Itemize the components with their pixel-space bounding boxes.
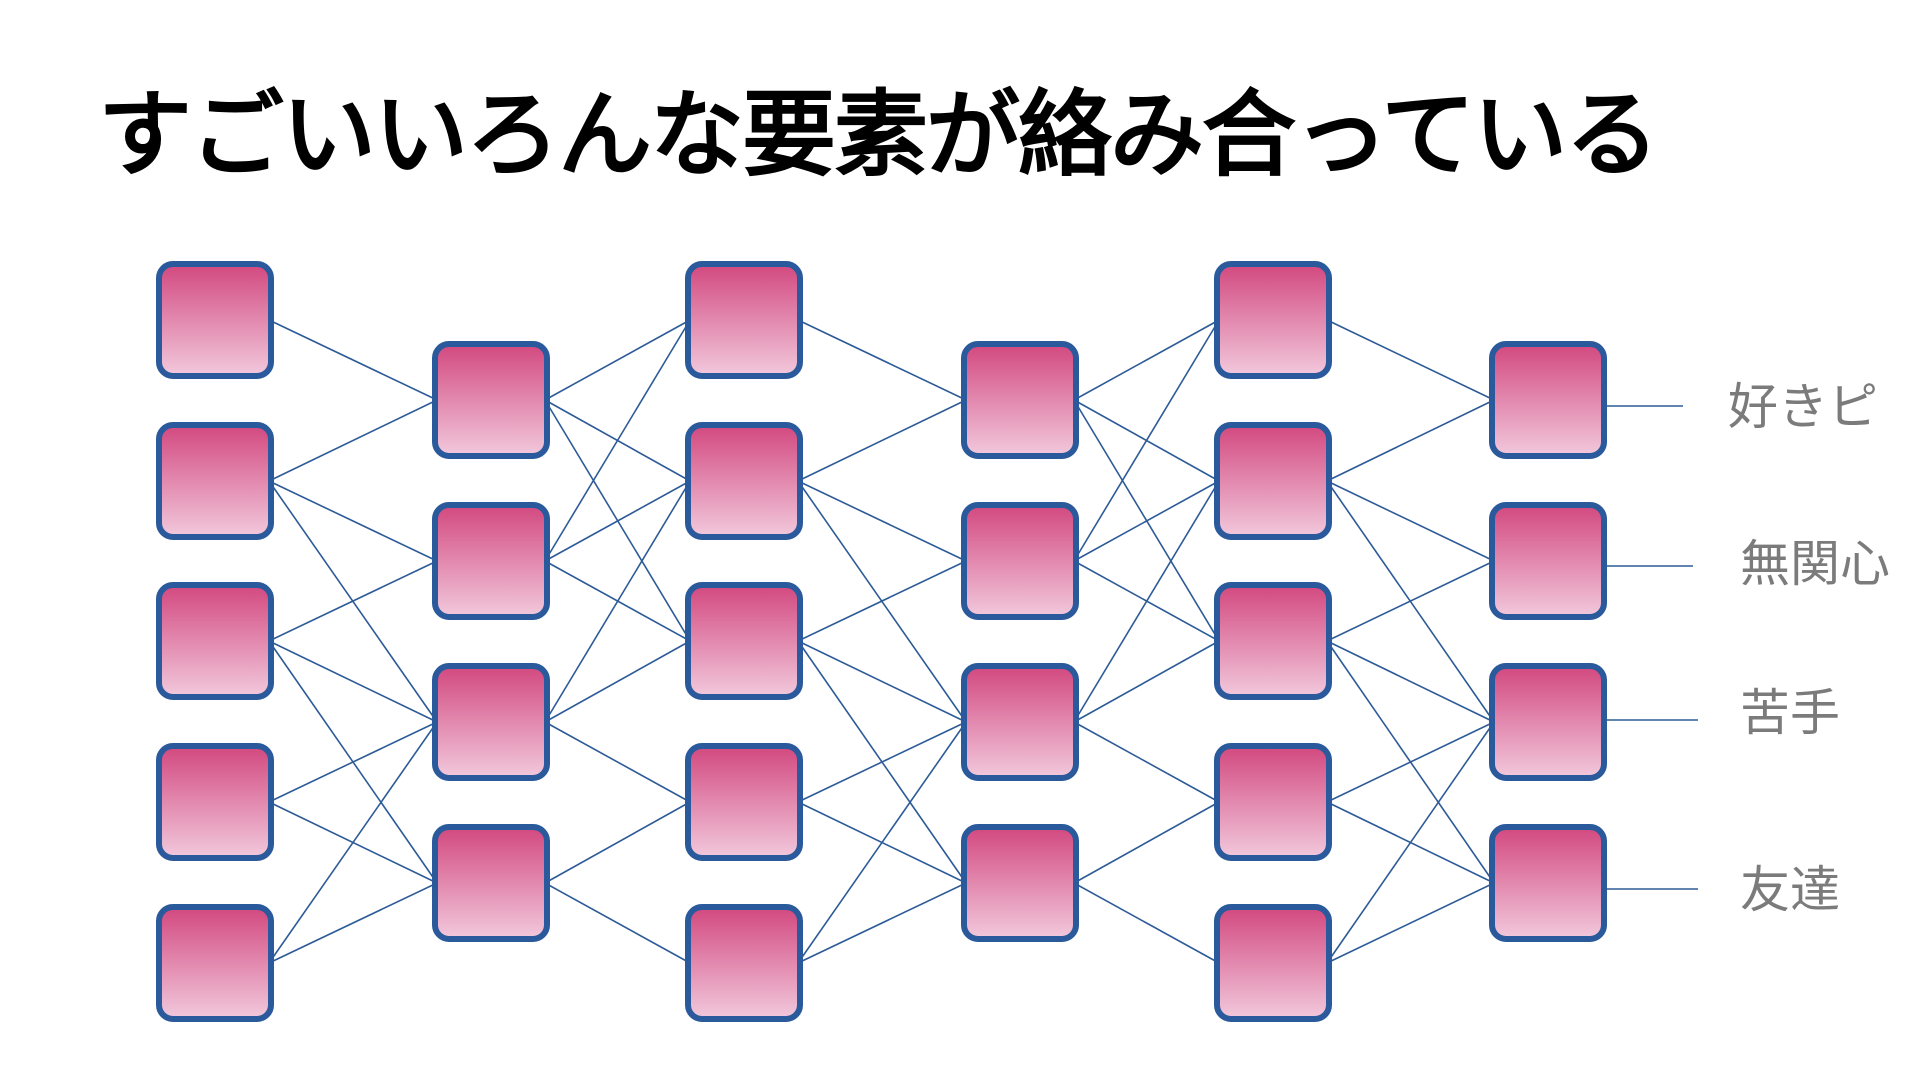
edge-l1n3-to-l2n4: [544, 882, 691, 964]
edge-l0n4-to-l1n3: [268, 882, 438, 964]
edge-cross-l0n1-to-l1n2: [268, 480, 438, 723]
edge-l2n1-to-l3n1: [797, 480, 967, 562]
node-layer5-3: [1489, 824, 1607, 942]
node-layer5-2: [1489, 663, 1607, 781]
edge-l4n1-to-l5n1: [1326, 480, 1495, 562]
slide-title: すごいいろんな要素が絡み合っている: [98, 81, 1659, 190]
edge-l3n3-to-l4n3: [1073, 801, 1220, 884]
output-label-3: 友達: [1740, 861, 1840, 919]
node-layer1-2: [432, 663, 550, 781]
node-layer2-0: [685, 261, 803, 379]
edge-cross-l2n2-to-l3n3: [797, 640, 967, 884]
node-layer3-2: [961, 663, 1079, 781]
output-label-1: 無関心: [1740, 535, 1890, 593]
edge-l3n0-to-l4n0: [1073, 319, 1220, 401]
edge-l3n2-to-l4n3: [1073, 721, 1220, 803]
edge-l3n3-to-l4n4: [1073, 882, 1220, 964]
edge-l3n1-to-l4n1: [1073, 480, 1220, 562]
edge-cross-l4n1-to-l5n2: [1326, 480, 1495, 723]
node-layer4-0: [1214, 261, 1332, 379]
node-layer3-0: [961, 341, 1079, 459]
node-layer2-1: [685, 422, 803, 540]
node-layers: [156, 261, 1607, 1022]
output-label-2: 苦手: [1740, 684, 1840, 742]
node-layer0-3: [156, 743, 274, 861]
edge-l1n2-to-l2n2: [544, 640, 691, 723]
edge-cross-l0n2-to-l1n3: [268, 640, 438, 884]
node-layer2-4: [685, 904, 803, 1022]
node-layer0-4: [156, 904, 274, 1022]
edge-l1n2-to-l2n3: [544, 721, 691, 803]
edge-l4n1-to-l5n0: [1326, 399, 1495, 482]
edge-l1n3-to-l2n3: [544, 801, 691, 884]
edge-l2n1-to-l3n0: [797, 399, 967, 482]
node-layer1-0: [432, 341, 550, 459]
output-label-0: 好きピ: [1728, 378, 1878, 436]
edge-l0n1-to-l1n1: [268, 480, 438, 562]
node-layer4-4: [1214, 904, 1332, 1022]
edge-l2n2-to-l3n2: [797, 640, 967, 723]
node-layer0-0: [156, 261, 274, 379]
node-layer3-1: [961, 502, 1079, 620]
edge-cross-l4n2-to-l5n3: [1326, 640, 1495, 884]
edge-l1n0-to-l2n0: [544, 319, 691, 401]
edge-l2n4-to-l3n3: [797, 882, 967, 964]
node-layer0-1: [156, 422, 274, 540]
edge-l1n1-to-l2n1: [544, 480, 691, 562]
edge-cross-l1n2-to-l2n1: [544, 480, 691, 723]
edge-l4n4-to-l5n3: [1326, 882, 1495, 964]
node-layer3-3: [961, 824, 1079, 942]
edge-l4n4-to-l5n2: [1326, 721, 1495, 964]
edge-l2n4-to-l3n2: [797, 721, 967, 964]
edge-l3n2-to-l4n2: [1073, 640, 1220, 723]
node-layer1-1: [432, 502, 550, 620]
edge-l0n0-to-l1n0: [268, 319, 438, 401]
node-layer4-1: [1214, 422, 1332, 540]
connection-edges: [268, 319, 1495, 964]
node-layer0-2: [156, 582, 274, 700]
node-layer4-3: [1214, 743, 1332, 861]
edge-cross-l3n2-to-l4n1: [1073, 480, 1220, 723]
edge-l0n1-to-l1n0: [268, 399, 438, 482]
node-layer5-0: [1489, 341, 1607, 459]
edge-cross-l3n1-to-l4n0: [1073, 319, 1220, 562]
output-leader-lines: [1604, 405, 1698, 890]
edge-cross-l1n1-to-l2n0: [544, 319, 691, 562]
edge-l0n4-to-l1n2: [268, 721, 438, 964]
edge-l4n0-to-l5n0: [1326, 319, 1495, 401]
node-layer1-3: [432, 824, 550, 942]
node-layer5-1: [1489, 502, 1607, 620]
node-layer2-3: [685, 743, 803, 861]
node-layer4-2: [1214, 582, 1332, 700]
edge-l2n0-to-l3n0: [797, 319, 967, 401]
edge-l0n2-to-l1n2: [268, 640, 438, 723]
edge-l4n2-to-l5n2: [1326, 640, 1495, 723]
edge-cross-l2n1-to-l3n2: [797, 480, 967, 723]
node-layer2-2: [685, 582, 803, 700]
